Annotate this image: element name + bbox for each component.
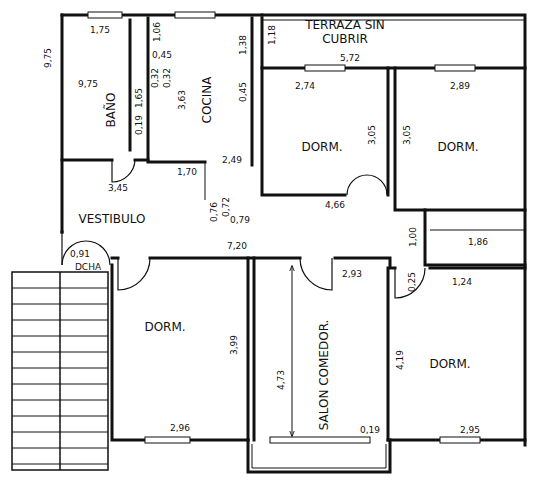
dimension-label: 4,66 <box>325 201 345 210</box>
dimension-label: 0,79 <box>230 216 250 225</box>
doors <box>62 160 425 298</box>
dimension-label: 3,45 <box>108 184 128 193</box>
dimension-label: 2,49 <box>222 156 242 165</box>
thin-lines <box>205 20 525 468</box>
room: SALON COMEDOR. <box>256 260 386 438</box>
dimension-label: 0,19 <box>135 115 144 135</box>
dimension-label: 1,00 <box>409 227 418 247</box>
dimension-label: 9,75 <box>44 48 53 68</box>
windows <box>88 12 480 443</box>
room: DORM. <box>390 270 523 438</box>
dimension-label: 0,91 <box>70 250 90 259</box>
dimension-label: 1,75 <box>90 26 110 35</box>
dimension-label: 2,93 <box>342 270 362 279</box>
dimension-label: 3,05 <box>403 125 412 145</box>
dimension-label: 1,18 <box>268 25 277 45</box>
room-name: VESTIBULO <box>79 213 146 227</box>
dimension-label: 2,89 <box>450 82 470 91</box>
room: COCINA <box>150 20 250 160</box>
dimension-label: 0,45 <box>239 82 248 102</box>
dimension-label: 3,63 <box>178 90 187 110</box>
dimension-label: 2,74 <box>295 82 315 91</box>
dimension-label: 1,38 <box>239 35 248 55</box>
room-name: SALON COMEDOR. <box>318 320 332 431</box>
dimension-label: 1,24 <box>452 278 472 287</box>
dimension-label: 9,75 <box>78 80 98 89</box>
dimension-label: 1,86 <box>468 238 488 247</box>
dimension-label: 7,20 <box>227 242 247 251</box>
dimension-label: 0,76 <box>210 202 219 222</box>
room-name: TERRAZA SIN CUBRIR <box>290 19 400 47</box>
dimension-label: DCHA <box>75 263 101 272</box>
dimension-label: 3,99 <box>230 335 239 355</box>
dimension-label: 2,96 <box>170 424 190 433</box>
room: TERRAZA SIN CUBRIR <box>264 20 523 66</box>
room-name: DORM. <box>429 358 470 372</box>
dimension-label: 4,19 <box>396 350 405 370</box>
dimension-label: 0,25 <box>408 272 417 292</box>
room-name: COCINA <box>201 77 215 124</box>
room-name: DORM. <box>144 321 185 335</box>
dimension-label: 1,06 <box>153 22 162 42</box>
room-name: BAÑO <box>105 93 119 128</box>
walls <box>62 15 525 472</box>
dimension-label: 2,95 <box>460 426 480 435</box>
room-name: DORM. <box>437 141 478 155</box>
dimension-label: 0,32 <box>151 68 160 88</box>
dimension-label: 3,05 <box>368 125 377 145</box>
dimension-label: 5,72 <box>340 54 360 63</box>
stairs <box>12 272 108 470</box>
room-name: DORM. <box>301 141 342 155</box>
room: DORM. <box>397 70 523 208</box>
dimension-label: 0,19 <box>360 426 380 435</box>
dimension-label: 0,72 <box>222 197 231 217</box>
room: BAÑO <box>64 20 128 158</box>
dimension-label: 4,73 <box>277 370 286 390</box>
dimension-label: 0,32 <box>163 68 172 88</box>
dimension-label: 1,65 <box>135 88 144 108</box>
dimension-label: 1,70 <box>177 168 197 177</box>
room: DORM. <box>114 260 246 438</box>
dimension-label: 0,45 <box>152 51 172 60</box>
